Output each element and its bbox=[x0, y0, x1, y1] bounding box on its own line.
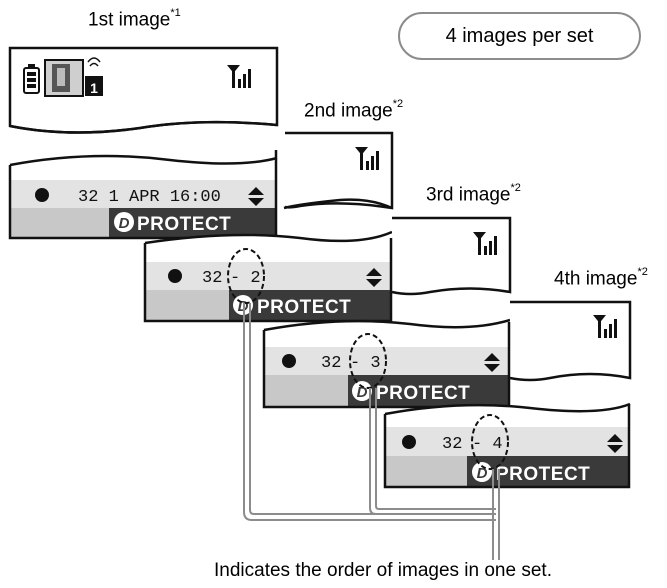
protect-icon: D bbox=[472, 462, 492, 482]
protect-label: PROTECT bbox=[257, 297, 351, 318]
screen-1st-image: 1 bbox=[8, 46, 279, 134]
protect-label: PROTECT bbox=[376, 383, 470, 404]
label-3rd-image: 3rd image*2 bbox=[426, 182, 521, 206]
label-4th-image: 4th image*2 bbox=[554, 266, 648, 290]
screen-3-count: 32 bbox=[321, 354, 341, 373]
screen-2-count: 32 bbox=[202, 269, 222, 288]
battery-icon bbox=[23, 64, 40, 94]
label-2nd-image: 2nd image*2 bbox=[304, 98, 404, 122]
order-connector-lines bbox=[243, 303, 500, 560]
scroll-arrows-icon bbox=[366, 268, 382, 287]
screen-2-order: - 2 bbox=[230, 269, 261, 288]
protect-bar bbox=[109, 208, 276, 237]
order-highlight-circle bbox=[227, 248, 265, 304]
protect-bar bbox=[348, 375, 509, 407]
screen-3rd-image: 32 - 2 D PROTECT bbox=[143, 216, 512, 323]
screen-4th-image-status: 32 - 4 D PROTECT bbox=[383, 402, 631, 489]
order-highlight-circle bbox=[471, 414, 509, 470]
images-per-set-badge: 4 images per set bbox=[398, 12, 641, 60]
protect-bar bbox=[229, 290, 391, 321]
svg-text:1: 1 bbox=[90, 80, 98, 96]
screen-3-order: - 3 bbox=[350, 354, 381, 373]
svg-text:D: D bbox=[119, 215, 130, 232]
protect-label: PROTECT bbox=[137, 214, 231, 235]
order-highlight-circle bbox=[349, 333, 387, 389]
svg-text:D: D bbox=[477, 465, 488, 482]
scroll-arrows-icon bbox=[248, 187, 264, 206]
screen-4-count: 32 bbox=[442, 435, 462, 454]
label-1st-image: 1st image*1 bbox=[88, 7, 181, 31]
scroll-arrows-icon bbox=[484, 353, 500, 372]
svg-text:D: D bbox=[357, 384, 368, 401]
order-caption: Indicates the order of images in one set… bbox=[214, 560, 552, 581]
screen-2nd-image: 32 1 APR 16:00 D PROTECT bbox=[8, 148, 379, 240]
screen-2-frame bbox=[283, 131, 394, 210]
status-dot bbox=[35, 188, 49, 202]
protect-icon: D bbox=[114, 212, 134, 232]
scroll-arrows-icon bbox=[607, 434, 623, 453]
status-dot bbox=[282, 354, 296, 368]
protect-icon: D bbox=[352, 381, 372, 401]
camera-mode-icon: 1 bbox=[44, 57, 103, 97]
status-dot bbox=[402, 435, 416, 449]
screen-4th-image: 32 - 3 D PROTECT bbox=[262, 300, 632, 409]
protect-label: PROTECT bbox=[496, 464, 590, 485]
screen-4-order: - 4 bbox=[472, 435, 503, 454]
status-dot bbox=[168, 269, 182, 283]
screen-1-status-text: 32 1 APR 16:00 bbox=[78, 188, 221, 207]
